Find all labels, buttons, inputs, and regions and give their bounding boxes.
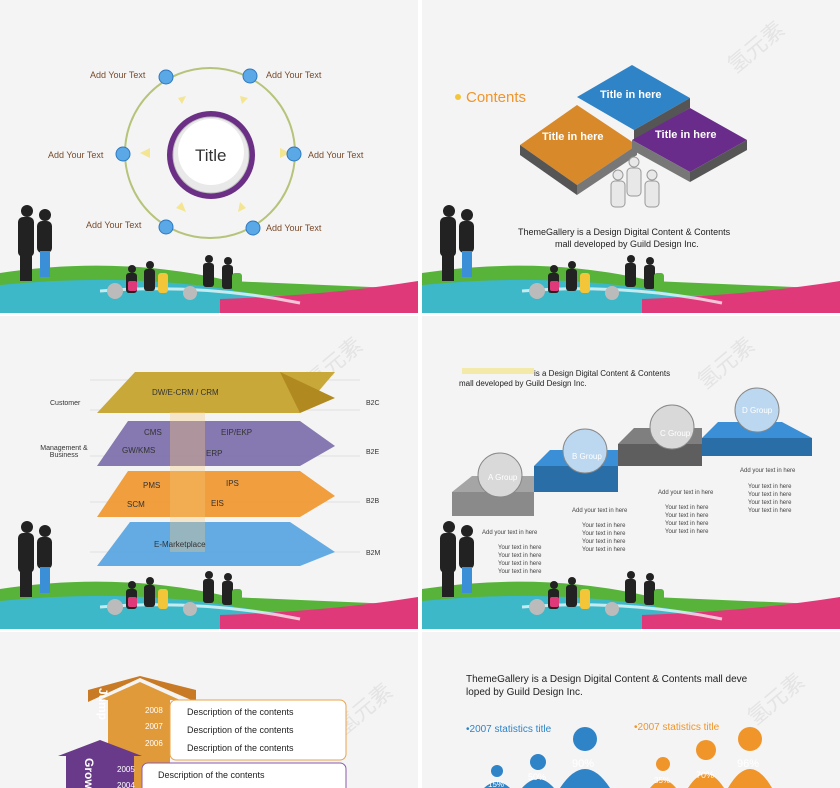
slide-layers[interactable]: 氢元素 Customer Management & Business B2C B… <box>0 316 418 629</box>
contents-heading: Contents <box>466 89 527 106</box>
description-4: Description of the contents <box>158 770 265 780</box>
step-title-c: Add your text in here <box>658 490 714 496</box>
slide-steps[interactable]: 氢元素 is a Design Digital Content & Conten… <box>422 316 840 629</box>
figure-orange-70: 70% <box>696 770 715 780</box>
arrow-grow-label: Grow <box>82 758 96 788</box>
slide-contents[interactable]: 氢元素 Contents Title in here Title in here… <box>422 0 840 313</box>
figure-orange-35: 35% <box>654 776 671 785</box>
layer-ips: IPS <box>226 479 239 488</box>
label-mid-right: Add Your Text <box>308 150 364 160</box>
caption-line-2: mall developed by Guild Design Inc. <box>459 379 587 388</box>
figure-blue-50: 50% <box>528 772 547 782</box>
layer-gw: GW/KMS <box>122 446 156 455</box>
bullet-d4: Your text in here <box>748 508 792 514</box>
label-bottom-right: Add Your Text <box>266 223 322 233</box>
layer-emarketplace: E-Marketplace <box>154 540 206 549</box>
bullet-c3: Your text in here <box>665 521 709 527</box>
step-title-b: Add your text in here <box>572 508 628 514</box>
group-c: C Group <box>660 429 691 438</box>
bullet-a1: Your text in here <box>498 545 542 551</box>
tiles-diagram <box>455 65 747 208</box>
caption-line-2: mall developed by Guild Design Inc. <box>555 239 699 249</box>
layer-crm: DW/E-CRM / CRM <box>152 388 219 397</box>
caption-line-1: is a Design Digital Content & Contents <box>534 369 671 378</box>
step-title-d: Add your text in here <box>740 468 796 474</box>
label-customer: Customer <box>50 400 81 407</box>
label-mid-left: Add Your Text <box>48 150 104 160</box>
arrows-diagram <box>58 676 347 788</box>
bullet-b3: Your text in here <box>582 539 626 545</box>
bullet-c1: Your text in here <box>665 505 709 511</box>
group-b: B Group <box>572 452 602 461</box>
layer-pms: PMS <box>143 481 161 490</box>
bullet-a2: Your text in here <box>498 553 542 559</box>
label-b2b: B2B <box>366 498 380 505</box>
figure-blue-15: 15% <box>488 780 505 788</box>
label-b2m: B2M <box>366 550 381 557</box>
footer-people-illustration <box>422 519 840 629</box>
year-2008: 2008 <box>145 706 163 715</box>
year-2007: 2007 <box>145 722 163 731</box>
bullet-b1: Your text in here <box>582 523 626 529</box>
label-top-left: Add Your Text <box>90 70 146 80</box>
layer-scm: SCM <box>127 500 145 509</box>
footer-people-illustration <box>0 519 418 629</box>
description-2: Description of the contents <box>187 725 294 735</box>
bullet-d1: Your text in here <box>748 484 792 490</box>
bullet-c4: Your text in here <box>665 529 709 535</box>
slide-growth-arrows[interactable]: 氢元素 Jump Grow 2008 2007 2006 2005 2004 D… <box>0 632 418 788</box>
stat-title-blue: •2007 statistics title <box>466 724 552 735</box>
heading-line-1: ThemeGallery is a Design Digital Content… <box>466 674 748 685</box>
tile-right: Title in here <box>655 129 717 141</box>
group-d: D Group <box>742 406 773 415</box>
label-b2c: B2C <box>366 400 380 407</box>
year-2004: 2004 <box>117 781 135 788</box>
description-3: Description of the contents <box>187 743 294 753</box>
figure-blue-90: 90% <box>572 758 595 770</box>
tile-left: Title in here <box>542 131 604 143</box>
statistics-figures <box>484 727 772 788</box>
bullet-b2: Your text in here <box>582 531 626 537</box>
bullet-d2: Your text in here <box>748 492 792 498</box>
description-1: Description of the contents <box>187 707 294 717</box>
layer-erp: ERP <box>206 449 223 458</box>
footer-people-illustration <box>422 203 840 313</box>
layers-diagram <box>90 372 360 566</box>
arrow-jump-label: Jump <box>96 688 110 721</box>
bullet-b4: Your text in here <box>582 547 626 553</box>
year-2006: 2006 <box>145 739 163 748</box>
layer-eis: EIS <box>211 499 224 508</box>
label-b2e: B2E <box>366 449 380 456</box>
step-title-a: Add your text in here <box>482 530 538 536</box>
bullet-d3: Your text in here <box>748 500 792 506</box>
label-management: Management & Business <box>40 445 88 459</box>
figure-orange-96: 96% <box>737 758 760 770</box>
label-bottom-left: Add Your Text <box>86 220 142 230</box>
layer-cms: CMS <box>144 428 162 437</box>
steps-diagram <box>452 368 812 516</box>
slide-statistics[interactable]: 氢元素 ThemeGallery is a Design Digital Con… <box>422 632 840 788</box>
caption-line-1: ThemeGallery is a Design Digital Content… <box>518 227 731 237</box>
tile-top: Title in here <box>600 89 662 101</box>
footer-people-illustration <box>0 203 418 313</box>
bullet-c2: Your text in here <box>665 513 709 519</box>
heading-line-2: loped by Guild Design Inc. <box>466 687 583 698</box>
layer-eip: EIP/EKP <box>221 428 253 437</box>
label-top-right: Add Your Text <box>266 70 322 80</box>
bullet-a4: Your text in here <box>498 569 542 575</box>
stat-title-orange: •2007 statistics title <box>634 722 720 733</box>
center-title: Title <box>195 146 227 165</box>
group-a: A Group <box>488 473 518 482</box>
slide-circle-diagram[interactable]: Title Add Your Text Add Your Text Add Yo… <box>0 0 418 313</box>
bullet-a3: Your text in here <box>498 561 542 567</box>
year-2005: 2005 <box>117 765 135 774</box>
circle-diagram <box>115 67 302 239</box>
